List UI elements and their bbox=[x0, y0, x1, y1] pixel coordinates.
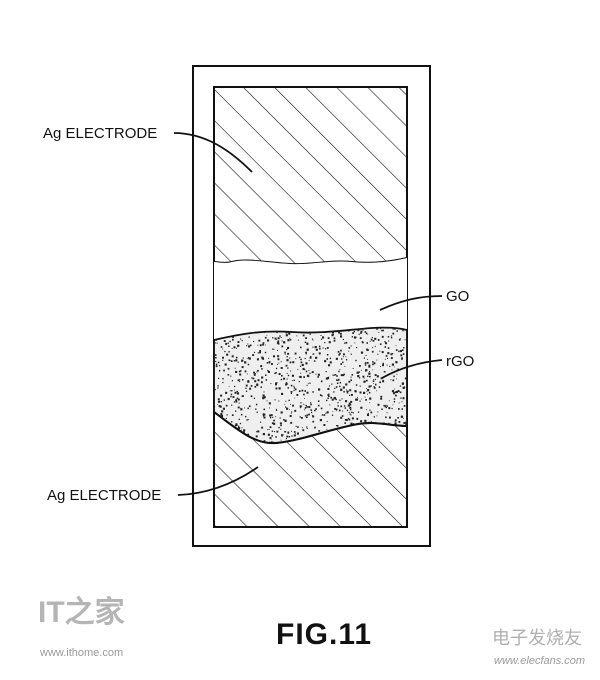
figure-caption: FIG.11 bbox=[276, 618, 372, 651]
go-layer-region bbox=[214, 258, 407, 340]
label-rgo: rGO bbox=[446, 353, 474, 370]
watermark-ithome-url: www.ithome.com bbox=[39, 647, 123, 659]
label-bottom-ag-electrode: Ag ELECTRODE bbox=[47, 487, 161, 504]
top-electrode-region bbox=[213, 86, 408, 266]
label-top-ag-electrode: Ag ELECTRODE bbox=[43, 125, 157, 142]
leader-rgo bbox=[381, 359, 443, 379]
leader-top-electrode bbox=[173, 132, 253, 173]
bottom-electrode-region bbox=[213, 410, 408, 528]
watermark-ithome-logo: IT之家 bbox=[38, 595, 125, 629]
watermark-elecfans-logo: 电子发烧友 bbox=[492, 628, 582, 649]
leader-bottom-electrode bbox=[177, 466, 259, 496]
watermark-elecfans-url: www.elecfans.com bbox=[494, 655, 585, 667]
leader-go bbox=[379, 295, 443, 311]
label-go: GO bbox=[446, 288, 469, 305]
outer-frame bbox=[192, 65, 431, 547]
